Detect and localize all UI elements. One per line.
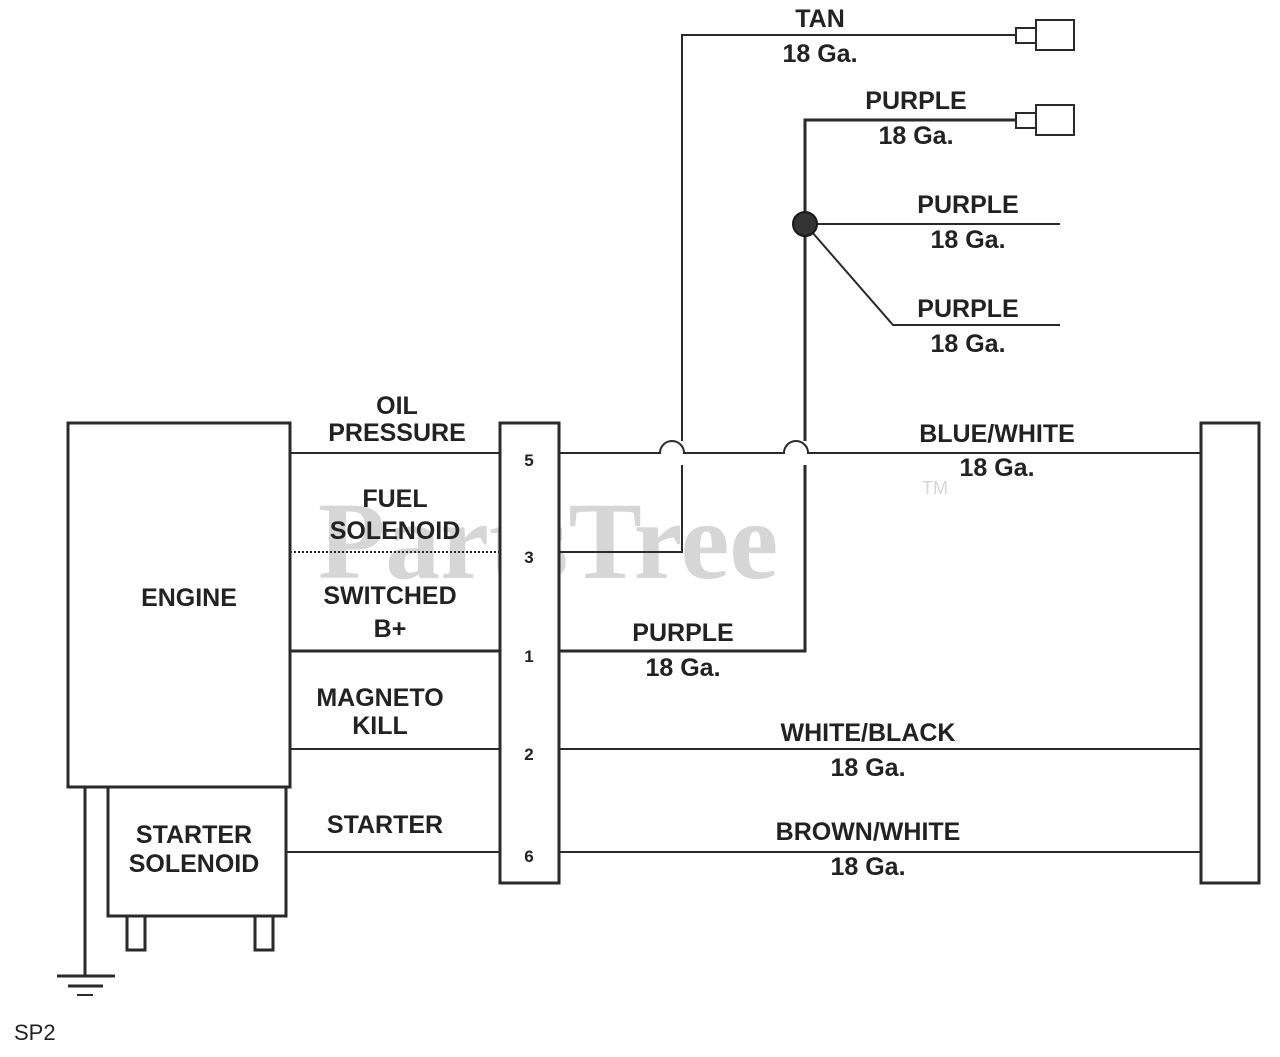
purple-mid-gauge-label: 18 Ga. bbox=[930, 226, 1005, 254]
white-black-color-label: WHITE/BLACK bbox=[781, 719, 956, 747]
blue-white-gauge-label: 18 Ga. bbox=[959, 454, 1034, 482]
purple-connector-large bbox=[1035, 104, 1075, 136]
tan-gauge-label: 18 Ga. bbox=[782, 40, 857, 68]
tan-connector-large bbox=[1035, 19, 1075, 51]
starter-solenoid-label-2: SOLENOID bbox=[129, 850, 260, 878]
watermark-tm: TM bbox=[922, 478, 948, 498]
wire-purple-low bbox=[804, 223, 1060, 326]
starter-solenoid-label-1: STARTER bbox=[136, 821, 252, 849]
pin-6-label: 6 bbox=[524, 847, 533, 866]
starter-solenoid-box bbox=[106, 785, 288, 918]
purple-mid-color-label: PURPLE bbox=[917, 191, 1018, 219]
engine-label: ENGINE bbox=[141, 584, 237, 612]
wire-tan bbox=[559, 34, 1016, 553]
connector-block bbox=[498, 421, 561, 885]
starter-terminal-left bbox=[125, 914, 147, 952]
fuel-solenoid-label-1: FUEL bbox=[362, 485, 427, 513]
engine-box bbox=[66, 421, 292, 789]
magneto-kill-label-2: KILL bbox=[352, 712, 408, 740]
magneto-kill-label-1: MAGNETO bbox=[316, 684, 443, 712]
purple-connector-small bbox=[1015, 112, 1037, 129]
purple-top-color-label: PURPLE bbox=[865, 87, 966, 115]
switched-label-1: SWITCHED bbox=[323, 582, 456, 610]
starter-label: STARTER bbox=[327, 811, 443, 839]
starter-terminal-right bbox=[253, 914, 275, 952]
wire-purple-pin1 bbox=[559, 118, 1016, 653]
fuel-solenoid-label-2: SOLENOID bbox=[330, 517, 461, 545]
right-connector-block bbox=[1199, 421, 1261, 885]
purple-pin1-gauge-label: 18 Ga. bbox=[645, 654, 720, 682]
tan-color-label: TAN bbox=[795, 5, 845, 33]
purple-top-gauge-label: 18 Ga. bbox=[878, 122, 953, 150]
splice-point bbox=[792, 211, 818, 237]
purple-low-color-label: PURPLE bbox=[917, 295, 1018, 323]
purple-pin1-color-label: PURPLE bbox=[632, 619, 733, 647]
oil-pressure-label-2: PRESSURE bbox=[328, 419, 466, 447]
ground-label: SP2 bbox=[14, 1020, 56, 1045]
brown-white-gauge-label: 18 Ga. bbox=[830, 853, 905, 881]
white-black-gauge-label: 18 Ga. bbox=[830, 754, 905, 782]
tan-connector-small bbox=[1015, 27, 1037, 44]
pin-1-label: 1 bbox=[524, 647, 533, 666]
blue-white-color-label: BLUE/WHITE bbox=[919, 420, 1075, 448]
purple-low-gauge-label: 18 Ga. bbox=[930, 330, 1005, 358]
wire-blue-white bbox=[559, 440, 1201, 454]
brown-white-color-label: BROWN/WHITE bbox=[776, 818, 961, 846]
pin-5-label: 5 bbox=[524, 451, 533, 470]
switched-label-2: B+ bbox=[374, 615, 407, 643]
oil-pressure-label-1: OIL bbox=[376, 392, 418, 420]
pin-2-label: 2 bbox=[524, 745, 533, 764]
pin-3-label: 3 bbox=[524, 548, 533, 567]
